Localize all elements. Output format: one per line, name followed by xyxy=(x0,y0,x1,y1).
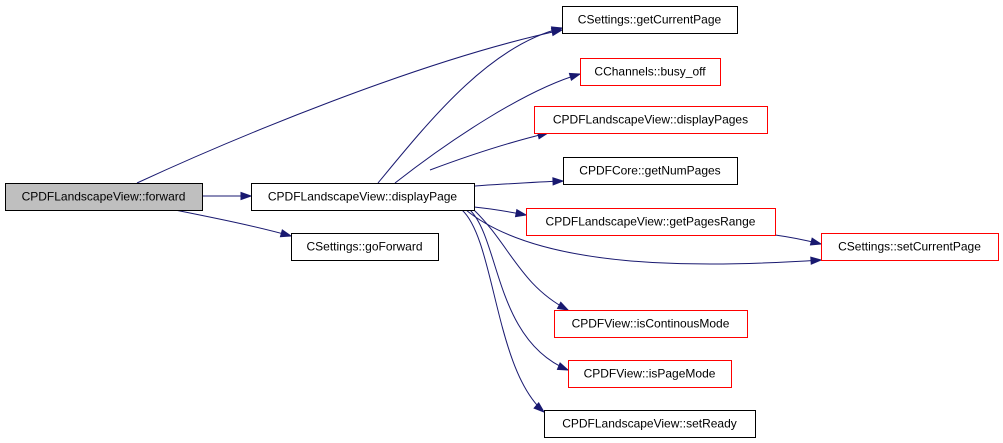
edge-forward-to-displayPage xyxy=(202,191,253,201)
node-box xyxy=(821,233,999,261)
edge-forward-to-goForward xyxy=(174,209,293,238)
edge-displayPage-to-setCurrentPage xyxy=(465,209,823,265)
edge-line xyxy=(174,209,292,237)
node-label: CPDFLandscapeView::setReady xyxy=(562,417,737,431)
node-forward[interactable]: CPDFLandscapeView::forward xyxy=(5,183,203,211)
edge-getPagesRange-to-setCurrentPage xyxy=(774,234,823,246)
edge-displayPage-to-displayPages xyxy=(429,131,550,171)
node-box xyxy=(251,183,475,211)
node-box xyxy=(526,208,776,236)
edge-line xyxy=(469,209,569,371)
node-label: CPDFLandscapeView::displayPage xyxy=(268,190,458,204)
node-label: CPDFLandscapeView::getPagesRange xyxy=(546,215,756,229)
node-box xyxy=(5,183,203,211)
node-isPageMode[interactable]: CPDFView::isPageMode xyxy=(568,360,732,388)
edge-line xyxy=(465,209,822,265)
edge-arrowhead xyxy=(279,229,293,238)
node-label: CSettings::getCurrentPage xyxy=(578,13,722,27)
edge-line xyxy=(461,209,545,413)
node-isContinousMode[interactable]: CPDFView::isContinousMode xyxy=(554,310,748,338)
edge-displayPage-to-busy_off xyxy=(394,72,582,184)
node-box xyxy=(568,360,732,388)
node-box xyxy=(291,233,439,261)
node-label: CPDFView::isPageMode xyxy=(584,367,716,381)
node-getNumPages[interactable]: CPDFCore::getNumPages xyxy=(563,157,738,185)
edge-displayPage-to-getPagesRange xyxy=(473,206,528,218)
edges-layer xyxy=(136,26,823,413)
edge-line xyxy=(429,132,549,171)
node-box xyxy=(554,310,748,338)
edge-line xyxy=(394,73,581,184)
node-setCurrentPage[interactable]: CSettings::setCurrentPage xyxy=(821,233,999,261)
edge-arrowhead xyxy=(533,401,546,413)
node-label: CPDFLandscapeView::forward xyxy=(22,190,186,204)
edge-arrowhead xyxy=(556,301,570,311)
node-displayPages[interactable]: CPDFLandscapeView::displayPages xyxy=(534,106,768,134)
node-box xyxy=(563,157,738,185)
edge-arrowhead xyxy=(514,208,528,218)
node-label: CPDFLandscapeView::displayPages xyxy=(553,113,748,127)
node-box xyxy=(580,58,721,86)
edge-displayPage-to-getCurrentPage xyxy=(377,26,564,184)
node-getCurrentPage[interactable]: CSettings::getCurrentPage xyxy=(562,6,738,34)
node-box xyxy=(562,6,738,34)
edge-arrowhead xyxy=(556,362,570,371)
node-getPagesRange[interactable]: CPDFLandscapeView::getPagesRange xyxy=(526,208,776,236)
node-busy_off[interactable]: CChannels::busy_off xyxy=(580,58,721,86)
edge-arrowhead xyxy=(550,26,564,35)
edge-arrowhead xyxy=(552,177,565,186)
edge-displayPage-to-isPageMode xyxy=(469,209,570,371)
edge-line xyxy=(473,180,564,187)
edge-arrowhead xyxy=(810,256,823,265)
node-label: CChannels::busy_off xyxy=(594,65,706,79)
edge-displayPage-to-isContinousMode xyxy=(473,209,570,311)
edge-line xyxy=(136,29,563,184)
node-label: CSettings::goForward xyxy=(306,240,422,254)
node-label: CPDFCore::getNumPages xyxy=(579,164,720,178)
edge-displayPage-to-setReady xyxy=(461,209,546,413)
node-displayPage[interactable]: CPDFLandscapeView::displayPage xyxy=(251,183,475,211)
node-label: CSettings::setCurrentPage xyxy=(838,240,981,254)
edge-line xyxy=(377,27,563,184)
node-box xyxy=(544,410,756,438)
node-box xyxy=(534,106,768,134)
node-goForward[interactable]: CSettings::goForward xyxy=(291,233,439,261)
edge-arrowhead xyxy=(809,237,823,246)
edge-arrowhead xyxy=(568,72,582,81)
node-label: CPDFView::isContinousMode xyxy=(572,317,730,331)
edge-forward-to-getCurrentPage xyxy=(136,28,564,184)
edge-displayPage-to-getNumPages xyxy=(473,177,565,187)
edge-arrowhead xyxy=(240,191,253,201)
node-setReady[interactable]: CPDFLandscapeView::setReady xyxy=(544,410,756,438)
edge-line xyxy=(473,209,569,311)
